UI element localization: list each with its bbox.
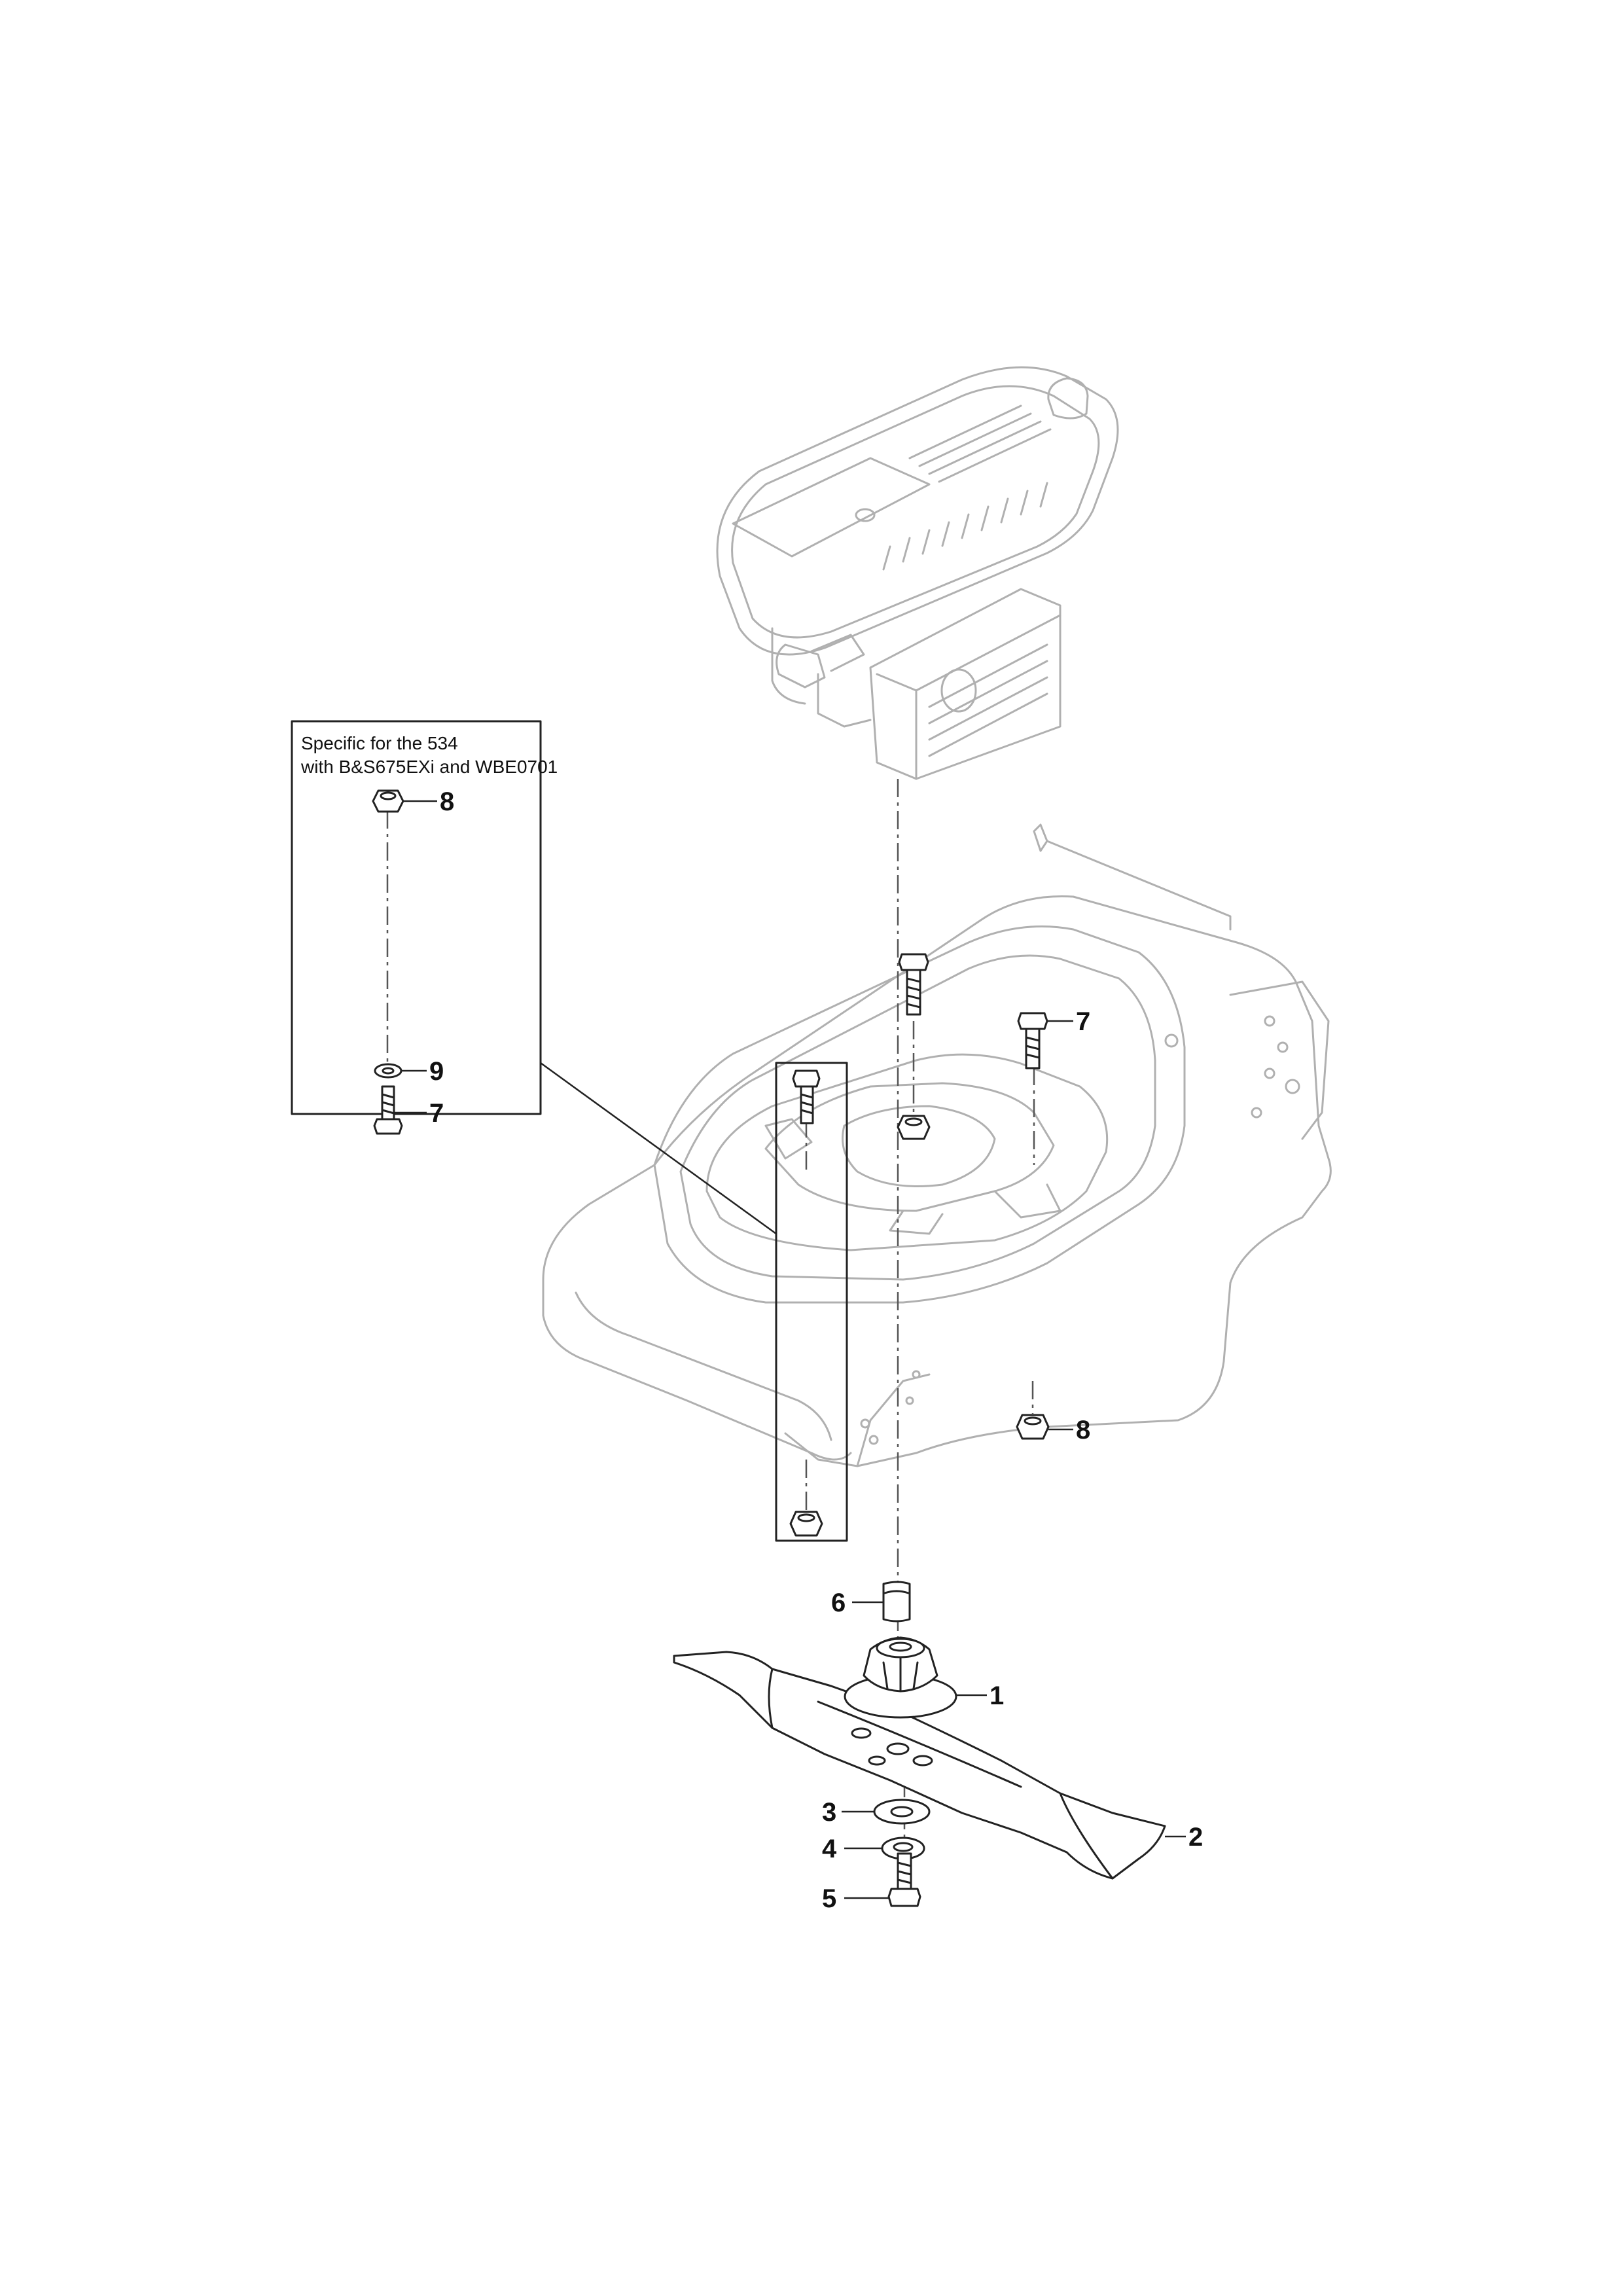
callout-8-main: 8 (1076, 1416, 1091, 1444)
key-6 (882, 1581, 911, 1623)
callout-leaders (842, 1020, 1186, 1899)
blade-hub-1 (844, 1636, 957, 1719)
bolt-5 (887, 1852, 921, 1907)
highlight-frame (775, 1062, 848, 1542)
inset-leader-line (540, 1062, 777, 1235)
inset-title-line2: with B&S675EXi and WBE0701 (301, 757, 558, 777)
engine-assembly (716, 366, 1119, 780)
callout-8-inset: 8 (440, 787, 455, 816)
inset-title: Specific for the 534 with B&S675EXi and … (301, 732, 558, 779)
engine-cover-ribs (882, 404, 1052, 571)
callout-4: 4 (822, 1835, 837, 1863)
callout-6: 6 (831, 1588, 846, 1617)
inset-washer-9 (374, 1063, 427, 1079)
callout-3: 3 (822, 1798, 837, 1827)
inset-bolt-7 (373, 1085, 427, 1135)
nut-center (897, 1115, 931, 1140)
mower-deck (542, 823, 1332, 1467)
nut-8-main (1016, 1414, 1050, 1440)
inset-title-line1: Specific for the 534 (301, 733, 458, 753)
washer-3 (873, 1799, 931, 1825)
bolt-7-center-top (898, 953, 929, 1016)
callout-2: 2 (1188, 1823, 1204, 1852)
inset-box (291, 720, 542, 1135)
inset-nut-8 (372, 789, 437, 813)
callout-9-inset: 9 (429, 1057, 444, 1086)
assembly-axis-lines (386, 779, 1035, 1852)
callout-7-main: 7 (1076, 1007, 1091, 1036)
callout-7-inset: 7 (429, 1099, 444, 1128)
bolt-7-right (1017, 1012, 1048, 1069)
callout-1: 1 (990, 1681, 1005, 1710)
callout-5: 5 (822, 1884, 837, 1913)
blade-2 (673, 1651, 1166, 1880)
